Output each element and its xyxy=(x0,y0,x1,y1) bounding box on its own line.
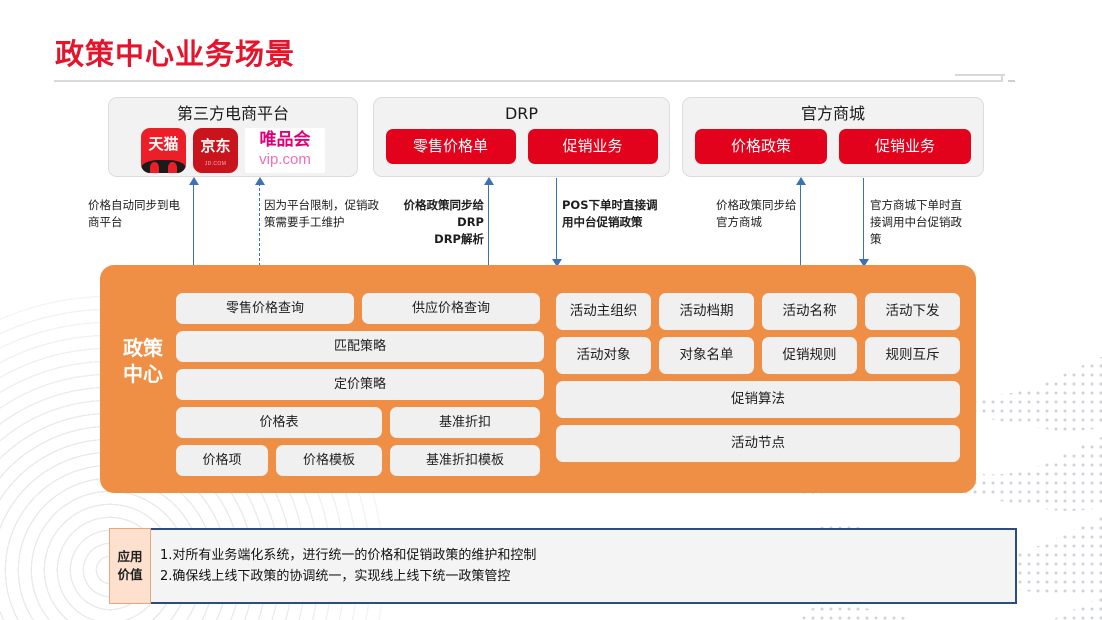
source-panel-third-party[interactable]: 第三方电商平台 天猫 京东 JD.COM 唯品会 vip.com xyxy=(108,97,358,177)
card-benchmark-discount-template[interactable]: 基准折扣模板 xyxy=(390,445,540,476)
card-activity-dispatch[interactable]: 活动下发 xyxy=(865,293,960,330)
policy-center-panel: 政策中心 零售价格查询 供应价格查询 匹配策略 定价策略 价格表 基准折扣 价格… xyxy=(100,265,976,493)
vip-logo-text: 唯品会 xyxy=(259,130,311,150)
source-panel-title: 第三方电商平台 xyxy=(176,104,289,123)
tmall-logo-text: 天猫 xyxy=(148,135,179,153)
card-supply-price-query[interactable]: 供应价格查询 xyxy=(362,293,540,324)
card-rule-exclusion[interactable]: 规则互斥 xyxy=(865,337,960,374)
card-price-table[interactable]: 价格表 xyxy=(176,407,382,438)
card-target-list[interactable]: 对象名单 xyxy=(659,337,754,374)
note-price-policy-to-mall: 价格政策同步给官方商城 xyxy=(716,198,797,229)
vip-logo-subtext: vip.com xyxy=(259,151,311,168)
mall-promotion-business-button[interactable]: 促销业务 xyxy=(839,129,971,164)
vip-logo[interactable]: 唯品会 vip.com xyxy=(245,128,325,173)
mall-price-policy-button[interactable]: 价格政策 xyxy=(695,129,827,164)
application-value-tag: 应用价值 xyxy=(109,528,151,604)
application-value-lines: 1.对所有业务端化系统，进行统一的价格和促销政策的维护和控制 2.确保线上线下政… xyxy=(160,545,536,587)
card-price-template[interactable]: 价格模板 xyxy=(276,445,382,476)
card-retail-price-query[interactable]: 零售价格查询 xyxy=(176,293,354,324)
source-panel-title: 官方商城 xyxy=(800,104,865,123)
card-match-strategy[interactable]: 匹配策略 xyxy=(176,331,544,362)
drp-retail-price-list-button[interactable]: 零售价格单 xyxy=(385,129,516,164)
note-mall-call-promo: 官方商城下单时直接调用中台促销政策 xyxy=(870,198,962,246)
page-title: 政策中心业务场景 xyxy=(55,39,296,71)
jd-logo-text: 京东 xyxy=(200,137,231,155)
card-row: 价格项 价格模板 基准折扣模板 xyxy=(176,445,544,476)
value-line-2: 2.确保线上线下政策的协调统一，实现线上线下统一政策管控 xyxy=(160,569,511,584)
card-price-item[interactable]: 价格项 xyxy=(176,445,268,476)
card-row: 定价策略 xyxy=(176,369,544,400)
card-activity-node[interactable]: 活动节点 xyxy=(556,425,960,462)
card-activity-main-org[interactable]: 活动主组织 xyxy=(556,293,651,330)
drp-promotion-business-button[interactable]: 促销业务 xyxy=(527,129,658,164)
card-row: 匹配策略 xyxy=(176,331,544,362)
button-row: 价格政策 促销业务 xyxy=(683,129,983,164)
card-activity-name[interactable]: 活动名称 xyxy=(762,293,857,330)
jd-logo[interactable]: 京东 JD.COM xyxy=(193,128,238,173)
card-benchmark-discount[interactable]: 基准折扣 xyxy=(390,407,540,438)
note-pos-call-promo: POS下单时直接调用中台促销政策 xyxy=(562,198,658,229)
policy-center-label: 政策中心 xyxy=(123,336,163,386)
card-row: 活动节点 xyxy=(556,425,960,462)
value-line-1: 1.对所有业务端化系统，进行统一的价格和促销政策的维护和控制 xyxy=(160,548,537,563)
title-divider xyxy=(54,80,1002,82)
title-divider-tail xyxy=(955,74,1017,82)
card-row: 活动主组织 活动档期 活动名称 活动下发 xyxy=(556,293,960,330)
source-panel-official-mall[interactable]: 官方商城 价格政策 促销业务 xyxy=(682,97,984,177)
card-row: 零售价格查询 供应价格查询 xyxy=(176,293,544,324)
card-promotion-rule[interactable]: 促销规则 xyxy=(762,337,857,374)
card-activity-target[interactable]: 活动对象 xyxy=(556,337,651,374)
card-row: 活动对象 对象名单 促销规则 规则互斥 xyxy=(556,337,960,374)
source-panel-title: DRP xyxy=(504,104,539,123)
card-row: 促销算法 xyxy=(556,381,960,418)
card-activity-schedule[interactable]: 活动档期 xyxy=(659,293,754,330)
tmall-cat-shape xyxy=(141,160,186,173)
source-panel-drp[interactable]: DRP 零售价格单 促销业务 xyxy=(373,97,670,177)
tmall-logo[interactable]: 天猫 xyxy=(141,128,186,173)
note-promo-manual: 因为平台限制，促销政策需要手工维护 xyxy=(264,198,379,229)
price-capability-grid: 零售价格查询 供应价格查询 匹配策略 定价策略 价格表 基准折扣 价格项 价格模… xyxy=(176,293,544,476)
promotion-capability-grid: 活动主组织 活动档期 活动名称 活动下发 活动对象 对象名单 促销规则 规则互斥… xyxy=(556,293,960,462)
note-price-auto-sync: 价格自动同步到电商平台 xyxy=(88,198,180,229)
card-promotion-algorithm[interactable]: 促销算法 xyxy=(556,381,960,418)
button-row: 零售价格单 促销业务 xyxy=(374,129,669,164)
card-row: 价格表 基准折扣 xyxy=(176,407,544,438)
card-pricing-strategy[interactable]: 定价策略 xyxy=(176,369,544,400)
logo-row: 天猫 京东 JD.COM 唯品会 vip.com xyxy=(109,128,357,173)
jd-logo-subtext: JD.COM xyxy=(204,161,227,167)
